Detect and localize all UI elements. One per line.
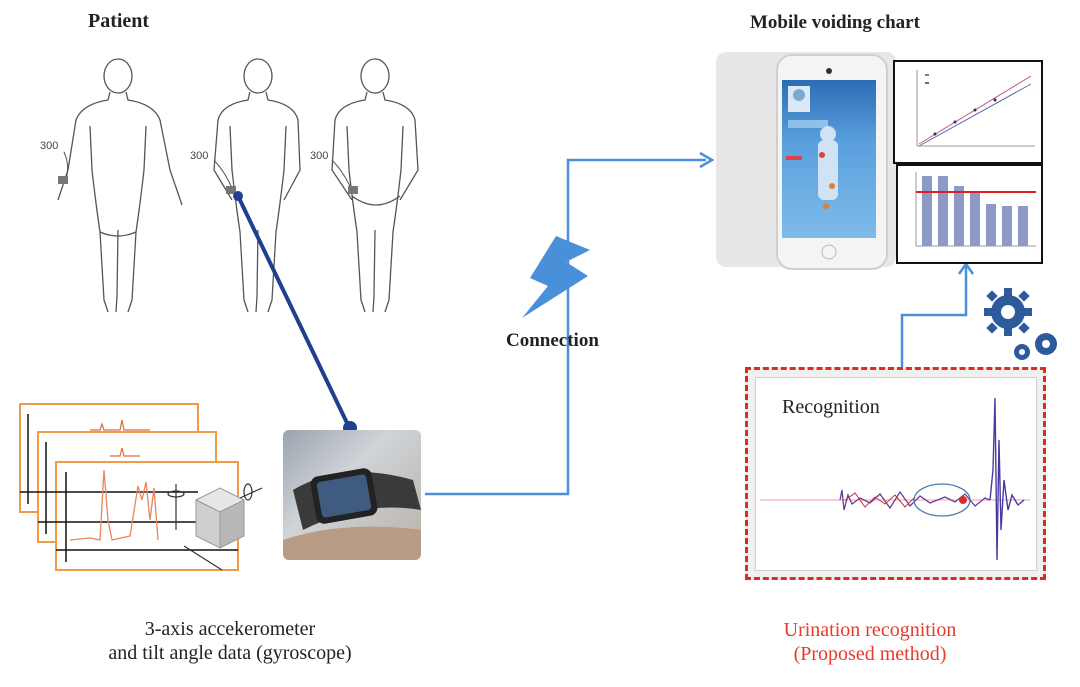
caption-left-line-1: 3-axis accekerometer [144,618,316,640]
bar-chart-panel [896,164,1043,264]
caption-right-line-2: (Proposed method) [793,643,947,665]
patient-figure-3 [331,58,419,313]
mobile-voiding-chart-title: Mobile voiding chart [750,12,920,33]
callout-300-figure-1: 300 [40,140,59,152]
recognition-label: Recognition [782,396,880,418]
callout-300-figure-2: 300 [190,150,209,162]
caption-right-line-1: Urination recognition [783,619,957,641]
scatter-chart-panel [893,60,1043,164]
caption-left-line-2: and tilt angle data (gyroscope) [108,642,352,664]
callout-300-figure-3: 300 [310,150,329,162]
gear-icon [984,288,1057,360]
phone-screen [782,80,876,238]
smartwatch-icon [283,430,421,560]
patient-title: Patient [88,10,150,32]
patient-figure-1 [57,58,183,313]
connection-label: Connection [506,330,599,351]
patient-figure-2 [213,58,301,313]
urination-recognition-caption: Urination recognition (Proposed method) [720,618,1020,666]
lightning-bolt-icon [522,236,590,318]
sensor-data-caption: 3-axis accekerometer and tilt angle data… [30,617,430,665]
cube-icon [194,487,246,549]
